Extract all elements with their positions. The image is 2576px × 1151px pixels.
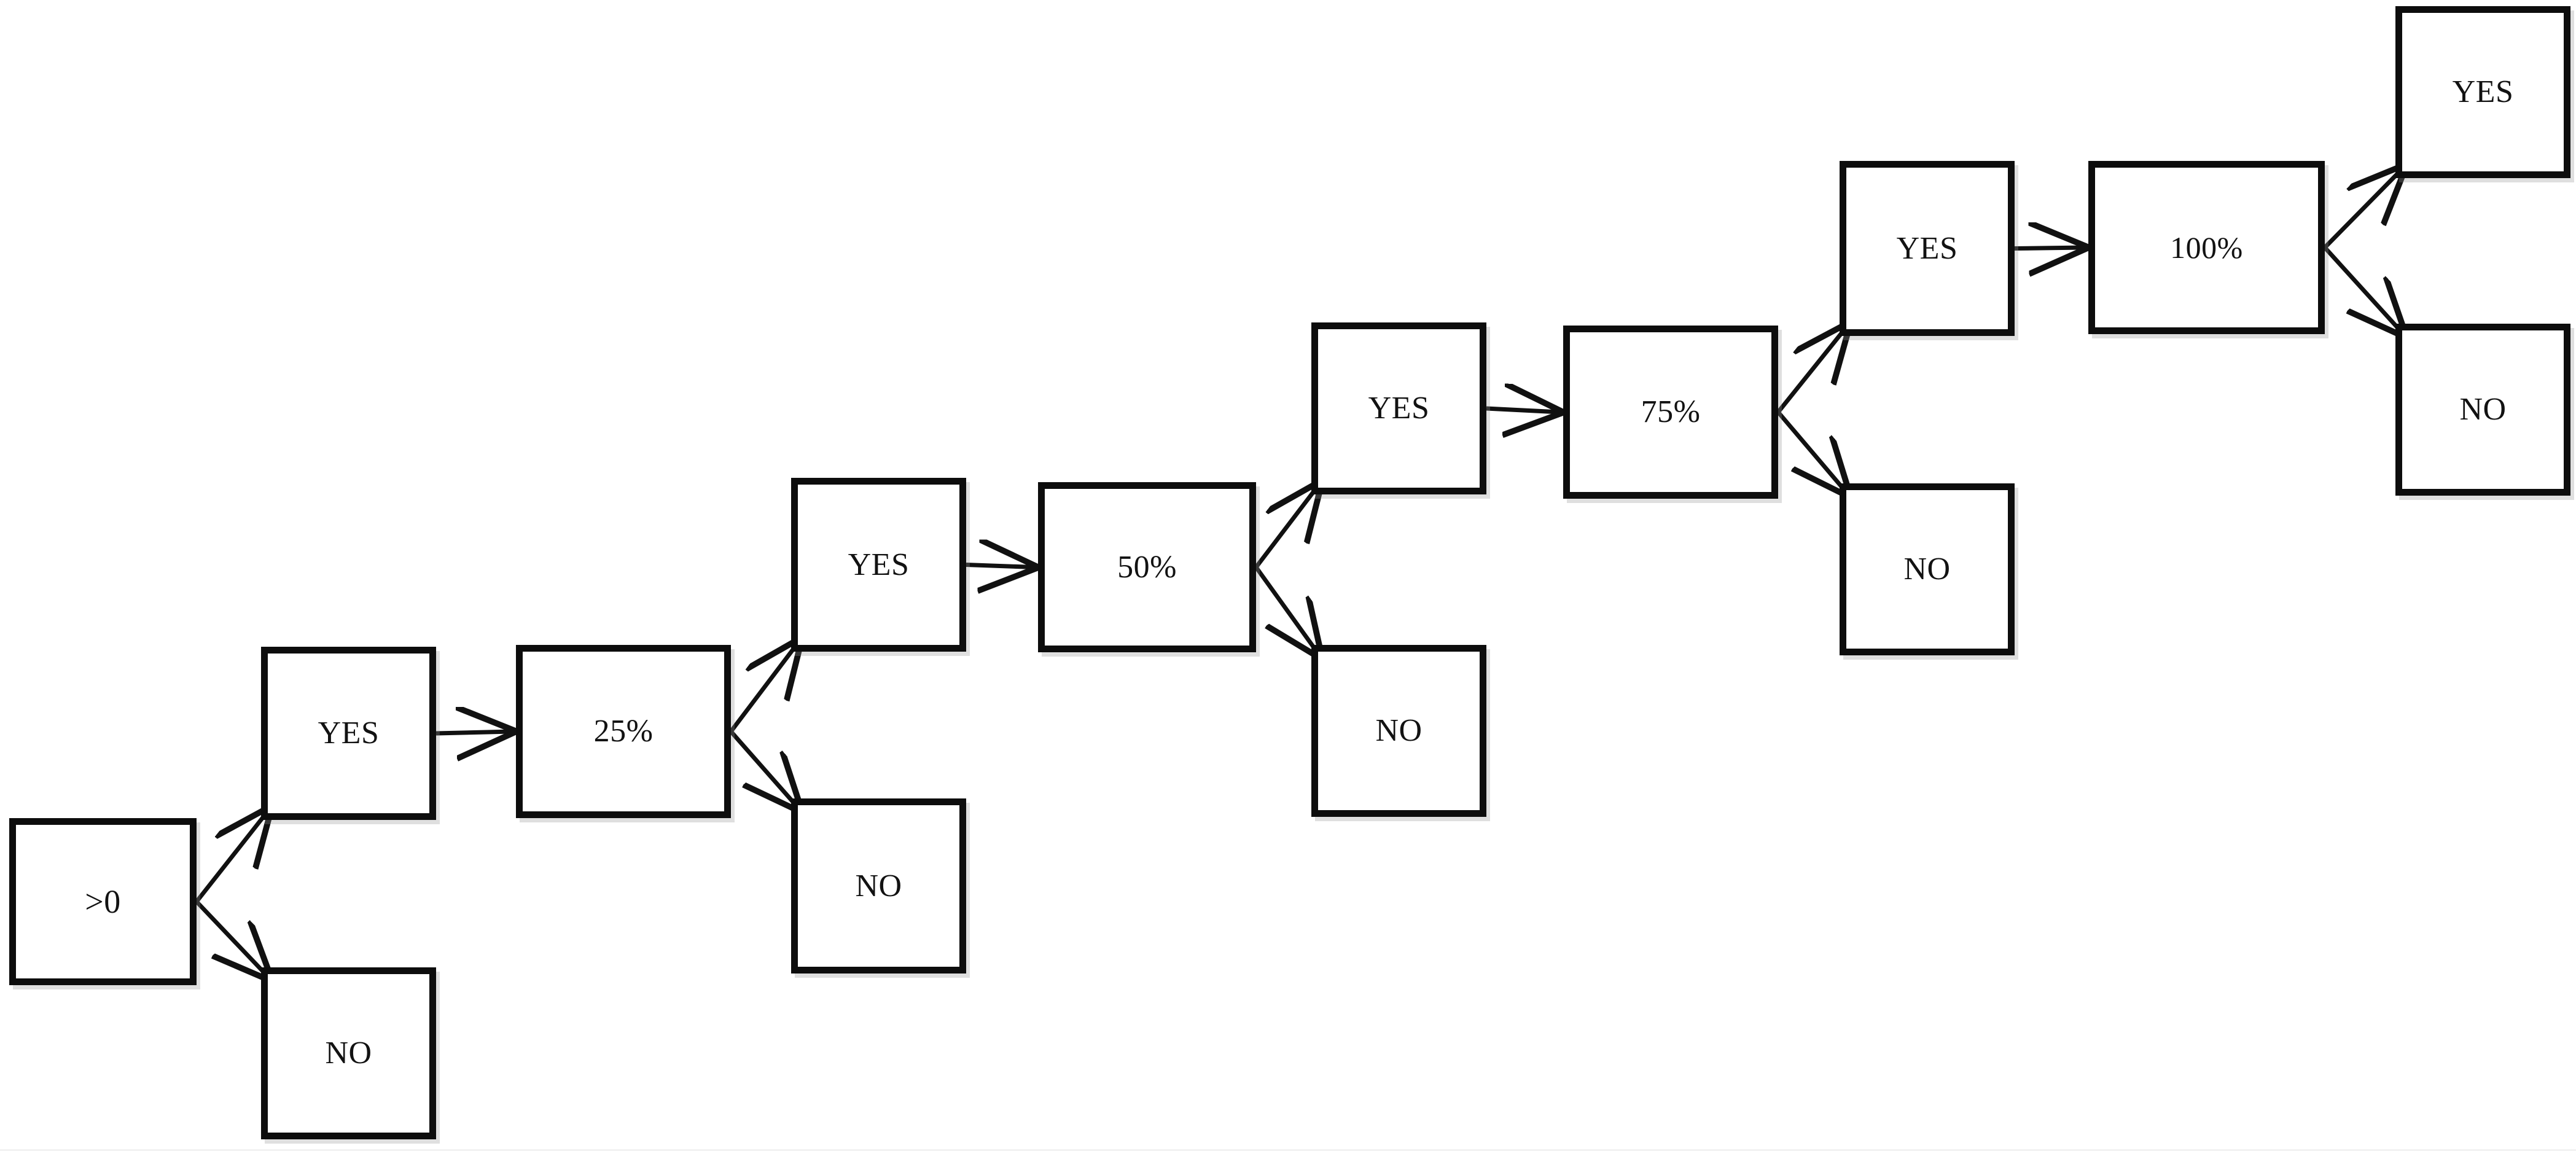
node-p50[interactable]: 50%: [1038, 482, 1256, 652]
bottom-divider: [0, 1149, 2576, 1151]
node-yes3[interactable]: YES: [1311, 322, 1486, 494]
edge-p75-to-yes4: [1776, 325, 1848, 414]
node-no2[interactable]: NO: [791, 798, 966, 973]
edge-p75-to-no4: [1776, 410, 1848, 494]
node-root[interactable]: >0: [9, 818, 197, 985]
node-label: YES: [2452, 74, 2514, 109]
node-yes2[interactable]: YES: [791, 478, 966, 652]
node-label: YES: [848, 547, 910, 582]
edge-root-to-yes1: [195, 809, 270, 903]
edge-p50-to-yes3: [1254, 483, 1320, 569]
edge-p25-to-no2: [729, 730, 800, 810]
edge-yes4-to-p100: [2014, 248, 2085, 249]
node-label: YES: [318, 716, 380, 751]
node-p100[interactable]: 100%: [2088, 161, 2325, 334]
node-p75[interactable]: 75%: [1563, 326, 1778, 499]
node-label: >0: [85, 883, 121, 920]
edge-yes2-to-p50: [966, 565, 1034, 568]
node-yes5[interactable]: YES: [2395, 6, 2570, 178]
node-no1[interactable]: NO: [261, 967, 436, 1139]
edge-yes1-to-p25: [435, 732, 512, 733]
node-label: 25%: [593, 714, 654, 749]
edge-p25-to-yes2: [729, 641, 800, 733]
node-label: NO: [1375, 713, 1423, 748]
node-p25[interactable]: 25%: [516, 645, 731, 818]
edge-p100-to-no5: [2323, 246, 2404, 335]
node-label: 50%: [1117, 549, 1177, 585]
node-no5[interactable]: NO: [2395, 324, 2570, 496]
node-label: NO: [855, 868, 902, 903]
node-label: NO: [1903, 552, 1951, 587]
node-label: 75%: [1641, 394, 1701, 429]
node-yes4[interactable]: YES: [1840, 161, 2015, 336]
node-no3[interactable]: NO: [1311, 645, 1486, 817]
edge-p100-to-yes5: [2323, 167, 2404, 249]
node-no4[interactable]: NO: [1840, 483, 2015, 655]
node-yes1[interactable]: YES: [261, 647, 436, 820]
node-label: YES: [1368, 391, 1430, 426]
node-label: YES: [1896, 230, 1958, 266]
node-label: 100%: [2170, 230, 2243, 265]
edge-yes3-to-p75: [1486, 408, 1559, 412]
edge-root-to-no1: [195, 900, 270, 978]
edge-p50-to-no3: [1254, 566, 1320, 657]
node-label: NO: [2459, 392, 2507, 427]
node-label: NO: [325, 1036, 372, 1071]
